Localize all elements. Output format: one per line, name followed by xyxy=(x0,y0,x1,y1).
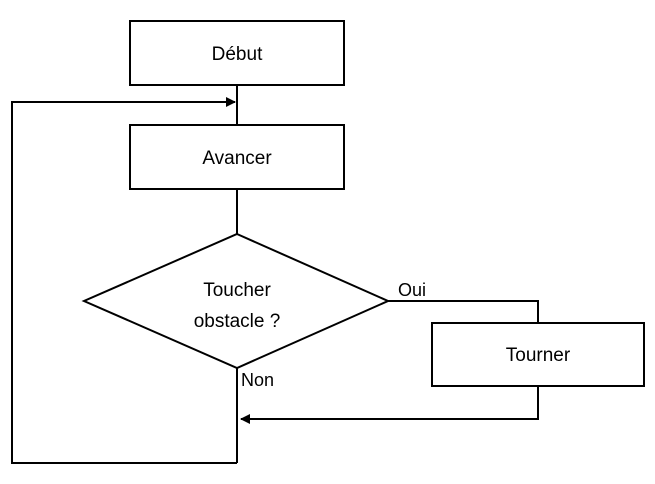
connector-turn-return xyxy=(240,386,539,424)
connector-yes-branch xyxy=(388,300,539,323)
start-node: Début xyxy=(129,20,345,86)
decision-node-label-line2: obstacle ? xyxy=(194,311,281,332)
loop-back-connector xyxy=(11,97,237,464)
advance-node: Avancer xyxy=(129,124,345,190)
no-branch-label: Non xyxy=(241,370,274,390)
turn-node-label: Tourner xyxy=(506,345,571,366)
turn-node: Tourner xyxy=(431,322,645,387)
start-node-label: Début xyxy=(212,44,263,65)
yes-branch-label: Oui xyxy=(398,280,426,300)
decision-node-label-line1: Toucher xyxy=(203,280,271,301)
decision-node: Toucher obstacle ? xyxy=(81,232,391,370)
advance-node-label: Avancer xyxy=(202,148,272,169)
